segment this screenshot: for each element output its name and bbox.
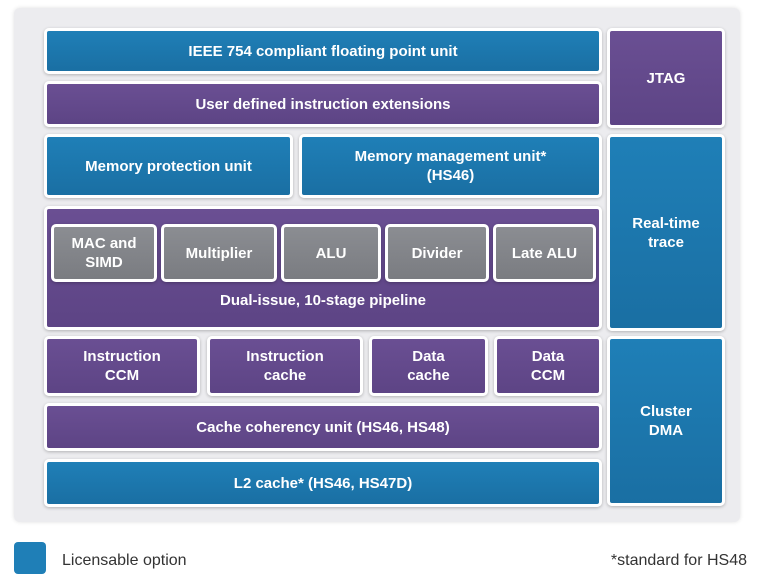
instruction-cache-block: Instruction cache bbox=[207, 336, 363, 396]
cache-coherency-block: Cache coherency unit (HS46, HS48) bbox=[44, 403, 602, 451]
multiplier-block: Multiplier bbox=[161, 224, 277, 282]
mpu-block: Memory protection unit bbox=[44, 134, 293, 198]
pipeline-label: Dual-issue, 10-stage pipeline bbox=[220, 292, 426, 309]
mac-simd-block: MAC and SIMD bbox=[51, 224, 157, 282]
instruction-ccm-block: Instruction CCM bbox=[44, 336, 200, 396]
data-ccm-block: Data CCM bbox=[494, 336, 602, 396]
legend-swatch bbox=[14, 542, 46, 574]
mmu-block: Memory management unit* (HS46) bbox=[299, 134, 602, 198]
footnote: *standard for HS48 bbox=[610, 552, 747, 569]
jtag-block: JTAG bbox=[607, 28, 725, 128]
alu-block: ALU bbox=[281, 224, 381, 282]
data-cache-block: Data cache bbox=[369, 336, 488, 396]
divider-block: Divider bbox=[385, 224, 489, 282]
udie-block: User defined instruction extensions bbox=[44, 81, 602, 127]
realtime-trace-block: Real-time trace bbox=[607, 134, 725, 331]
fpu-block: IEEE 754 compliant floating point unit bbox=[44, 28, 602, 74]
legend-label: Licensable option bbox=[62, 552, 187, 569]
cluster-dma-block: Cluster DMA bbox=[607, 336, 725, 506]
late-alu-block: Late ALU bbox=[493, 224, 596, 282]
l2-cache-block: L2 cache* (HS46, HS47D) bbox=[44, 459, 602, 507]
